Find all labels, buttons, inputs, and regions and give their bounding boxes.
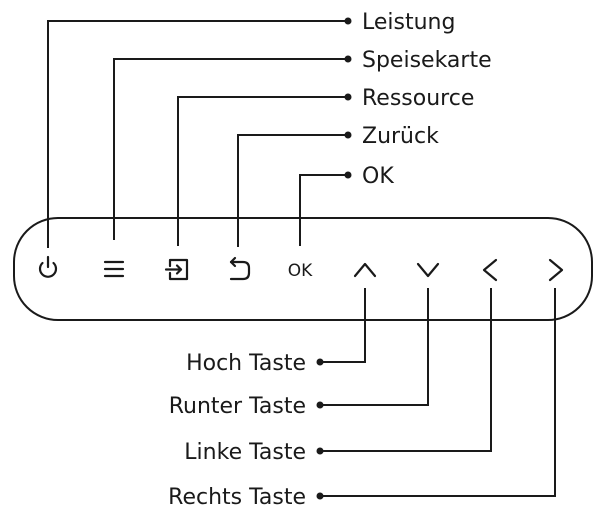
- label-leistung: Leistung: [362, 10, 455, 35]
- chevron-right-icon[interactable]: [548, 258, 564, 282]
- label-runter-taste: Runter Taste: [169, 394, 306, 419]
- leader-line-hoch: [316, 288, 366, 366]
- chevron-left-icon[interactable]: [482, 258, 498, 282]
- source-icon[interactable]: [164, 258, 189, 281]
- leader-line-runter: [316, 288, 429, 409]
- menu-icon[interactable]: [103, 260, 125, 278]
- control-panel: [13, 217, 593, 321]
- leader-line-ok: [299, 171, 352, 246]
- back-icon[interactable]: [229, 256, 251, 281]
- label-rechts-taste: Rechts Taste: [168, 485, 306, 510]
- label-hoch-taste: Hoch Taste: [186, 351, 306, 376]
- label-linke-taste: Linke Taste: [184, 440, 306, 465]
- leader-line-linke: [316, 288, 492, 455]
- label-zurueck: Zurück: [362, 124, 439, 149]
- leader-line-ressource: [177, 93, 352, 246]
- chevron-up-icon[interactable]: [353, 262, 377, 278]
- chevron-down-icon[interactable]: [416, 262, 440, 278]
- label-ok: OK: [362, 164, 394, 189]
- label-speisekarte: Speisekarte: [362, 48, 492, 73]
- leader-line-leistung: [47, 17, 352, 248]
- power-icon[interactable]: [38, 255, 58, 278]
- label-ressource: Ressource: [362, 86, 474, 111]
- leader-line-speisekarte: [113, 55, 352, 240]
- leader-line-zurueck: [237, 131, 352, 247]
- ok-button[interactable]: OK: [288, 261, 313, 281]
- leader-line-rechts: [316, 288, 556, 500]
